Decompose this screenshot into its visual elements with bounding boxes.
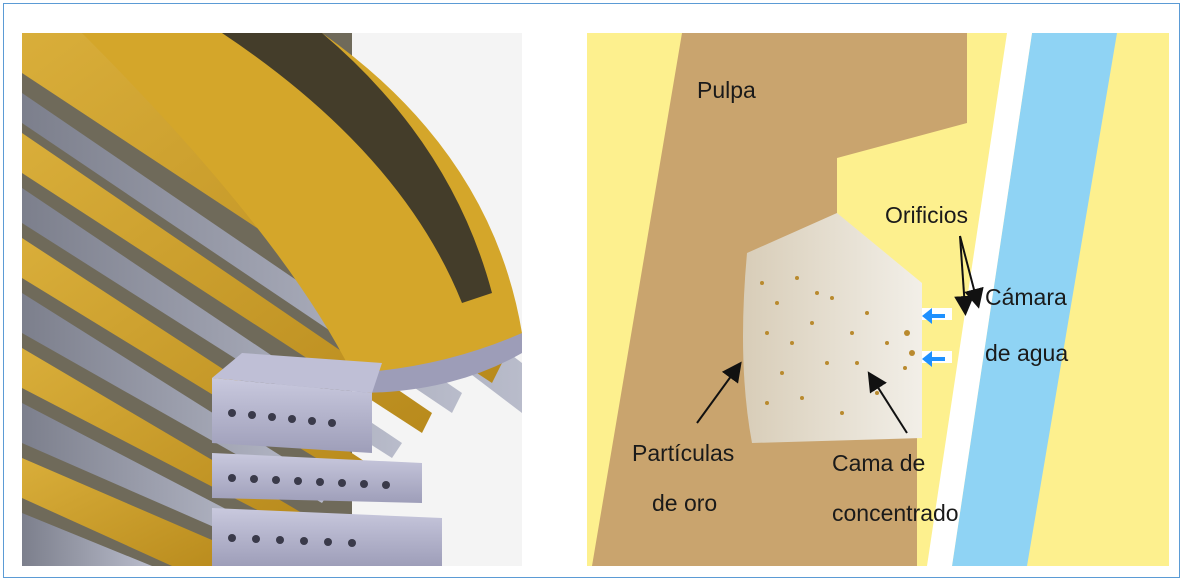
concentrator-cone-3d-icon [22, 33, 522, 566]
label-particulas-line1: Partículas [632, 440, 734, 466]
concentrator-bowl-illustration [22, 33, 522, 566]
label-particulas-line2: de oro [652, 490, 717, 516]
label-cama-line2: concentrado [832, 500, 959, 526]
concentration-schematic: Pulpa Orificios Cámara de agua Partícula… [587, 33, 1169, 566]
schematic-svg: Pulpa Orificios Cámara de agua Partícula… [587, 33, 1169, 566]
label-camara-line2: de agua [985, 340, 1068, 366]
label-cama-line1: Cama de [832, 450, 925, 476]
label-orificios: Orificios [885, 202, 968, 228]
label-pulpa: Pulpa [697, 77, 756, 103]
label-camara-line1: Cámara [985, 284, 1067, 310]
